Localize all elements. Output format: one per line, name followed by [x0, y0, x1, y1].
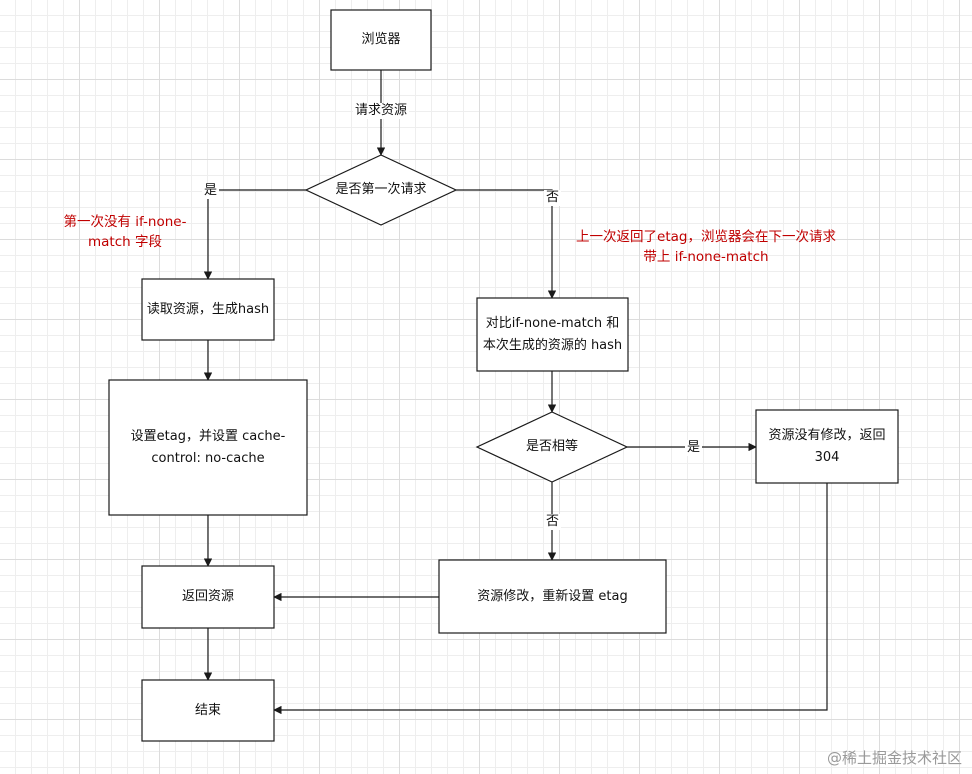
label-compare: 对比if-none-match 和本次生成的资源的 hash — [482, 315, 623, 353]
node-browser — [330, 9, 432, 71]
node-first-request-decision — [304, 154, 458, 226]
label-set-etag: 设置etag，并设置 cache-control: no-cache — [130, 428, 286, 466]
label-modified: 资源修改，重新设置 etag — [477, 588, 628, 604]
node-return-resource — [141, 565, 275, 629]
edge-label-equal-yes: 是 — [685, 440, 703, 456]
node-end — [141, 679, 275, 742]
node-set-etag — [108, 379, 308, 516]
edge-decision-yes — [203, 189, 306, 280]
node-equal-decision — [475, 411, 629, 483]
node-read-resource — [141, 278, 275, 341]
label-not-modified: 资源没有修改，返回 304 — [768, 427, 886, 465]
node-modified — [438, 559, 667, 634]
label-read-resource: 读取资源，生成hash — [146, 301, 270, 317]
edge-304-to-end — [273, 483, 828, 715]
label-is-equal: 是否相等 — [525, 439, 578, 454]
edge-decision-no — [456, 189, 557, 299]
edge-label-first-yes: 是 — [202, 183, 220, 199]
edge-label-first-no: 否 — [544, 190, 562, 206]
note-etag-returned: 上一次返回了etag，浏览器会在下一次请求带上 if-none-match — [576, 229, 836, 265]
node-compare — [476, 297, 629, 372]
note-first-request: 第一次没有 if-none-match 字段 — [63, 214, 187, 250]
watermark: @稀土掘金技术社区 — [826, 749, 962, 767]
node-not-modified — [755, 409, 899, 484]
label-return-resource: 返回资源 — [181, 589, 234, 604]
edge-label-equal-no: 否 — [544, 514, 562, 530]
label-end: 结束 — [194, 702, 221, 718]
label-first-request: 是否第一次请求 — [335, 182, 427, 197]
edge-label-request: 请求资源 — [353, 103, 410, 119]
label-browser: 浏览器 — [361, 32, 401, 47]
